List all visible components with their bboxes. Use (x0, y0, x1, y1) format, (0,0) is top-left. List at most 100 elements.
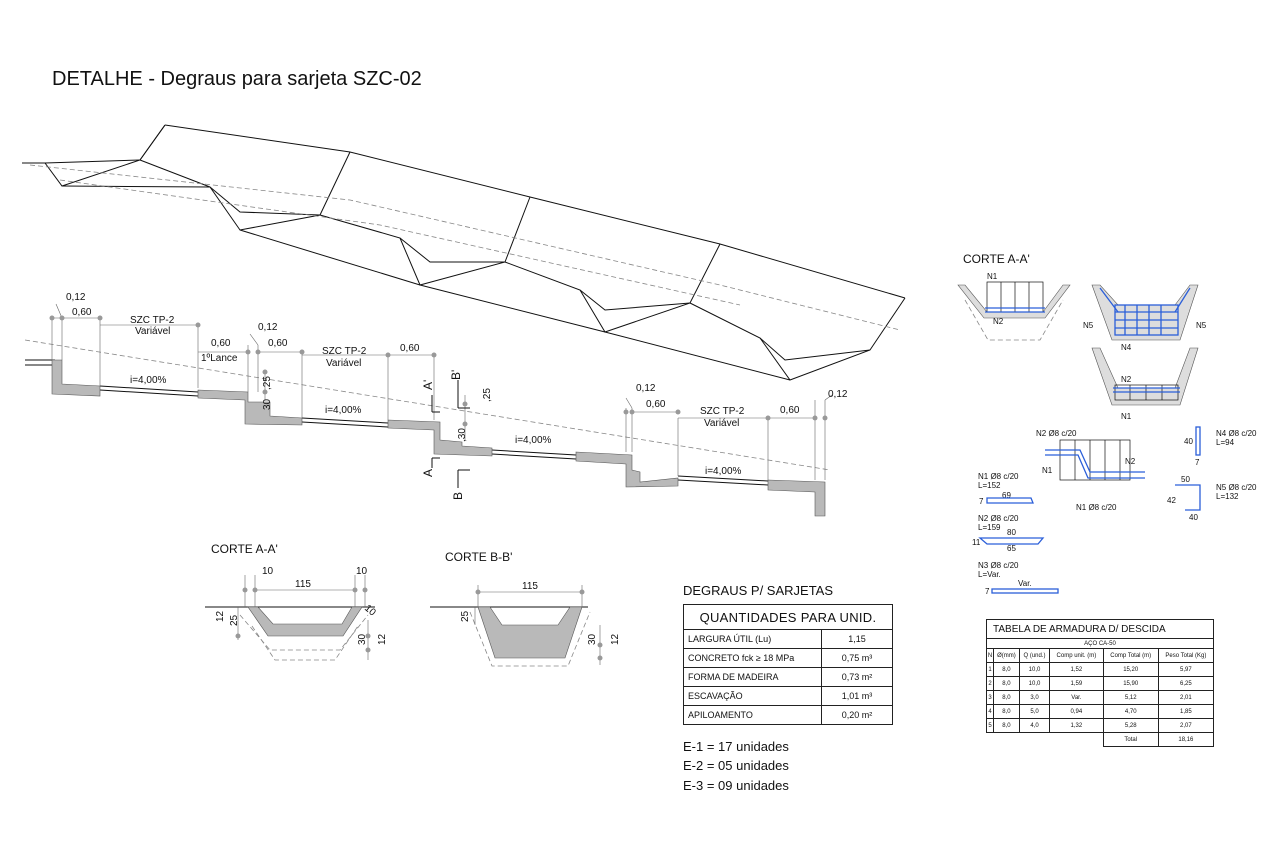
detail-n1-left: N1 (1042, 466, 1053, 475)
table-cell: 5,97 (1157, 662, 1215, 677)
rebar-n1-b: N1 (1121, 412, 1132, 421)
dim-060-a: 0,60 (72, 307, 92, 318)
rebar-n5-a: N5 (1083, 321, 1094, 330)
drawing-title: DETALHE - Degraus para sarjeta SZC-02 (52, 68, 422, 90)
step-30-b: ,30 (457, 428, 468, 442)
n4-dim: 40 (1184, 437, 1193, 446)
bb-dim-115: 115 (522, 581, 538, 592)
header-n: N (985, 648, 995, 663)
units-e2: E-2 = 05 unidades (683, 758, 789, 773)
table-cell: Var. (1049, 690, 1104, 705)
table-cell: 8,0 (993, 676, 1020, 691)
dim-060-d: 0,60 (400, 343, 420, 354)
szc-label-1: SZC TP-2 (130, 315, 175, 326)
n4-label: N4 Ø8 c/20 (1216, 429, 1257, 438)
armadura-table: TABELA DE ARMADURA D/ DESCIDA AÇO CA-50 … (985, 619, 1215, 747)
n4-dim2: 7 (1195, 458, 1200, 467)
table-cell: 10,0 (1018, 662, 1051, 677)
table-cell: 5 (985, 718, 995, 733)
step-25-b: ,25 (482, 388, 493, 402)
quantity-value: 0,75 m³ (821, 648, 893, 668)
table-cell: 10,0 (1018, 676, 1051, 691)
armadura-subtitle: AÇO CA-50 (986, 638, 1214, 649)
rebar-n2-a: N2 (993, 317, 1004, 326)
section-bb: CORTE B-B' 115 25 30 12 (430, 550, 621, 667)
section-aa-right: CORTE A-A' N1 N2 N5 N5 N4 N2 N1 (957, 252, 1207, 421)
rebar-n2-b: N2 (1121, 375, 1132, 384)
dim-012-a: 0,12 (66, 292, 86, 303)
units-e3: E-3 = 09 unidades (683, 778, 789, 793)
szc-label-2: SZC TP-2 (322, 346, 367, 357)
aa-dim-30: 30 (357, 633, 368, 645)
perspective-view (22, 124, 906, 381)
bar-n1-label: N1 Ø8 c/20 (978, 472, 1019, 481)
table-cell: 1,85 (1157, 704, 1215, 719)
table-cell: 1,32 (1049, 718, 1104, 733)
rebar-detail: N2 Ø8 c/20 N1 N2 N1 Ø8 c/20 40 7 N4 Ø8 c… (1036, 426, 1257, 522)
units-e1: E-1 = 17 unidades (683, 739, 789, 754)
bar-n2-d1: 80 (1007, 528, 1016, 537)
total-label: Total (1102, 732, 1159, 747)
cut-a-bottom: A (421, 469, 435, 477)
quantities-table: QUANTIDADES PARA UNID. LARGURA ÚTIL (Lu)… (683, 604, 893, 725)
aa-dim-25: 25 (229, 614, 240, 626)
quantity-item: ESCAVAÇÃO (683, 686, 822, 706)
bar-n3-label: N3 Ø8 c/20 (978, 561, 1019, 570)
n5-dim2: 42 (1167, 496, 1176, 505)
dim-060-e: 0,60 (646, 399, 666, 410)
total-value: 18,16 (1157, 732, 1215, 747)
n5-length: L=132 (1216, 492, 1239, 501)
var-label-3: Variável (704, 418, 739, 429)
header-diameter: Ø(mm) (993, 648, 1020, 663)
rebar-n4: N4 (1121, 343, 1132, 352)
section-aa-right-title: CORTE A-A' (963, 252, 1030, 266)
cut-b-top: B' (449, 370, 463, 380)
detail-n2-top: N2 Ø8 c/20 (1036, 429, 1077, 438)
table-cell: 1,59 (1049, 676, 1104, 691)
dim-012-c: 0,12 (636, 383, 656, 394)
rebar-n5-b: N5 (1196, 321, 1207, 330)
quantity-value: 1,01 m³ (821, 686, 893, 706)
table-cell: 4,70 (1102, 704, 1159, 719)
header-quantity: Q (und.) (1018, 648, 1051, 663)
table-cell: 15,90 (1102, 676, 1159, 691)
quantity-value: 0,20 m² (821, 705, 893, 725)
table-cell: 2 (985, 676, 995, 691)
bar-n2-d3: 65 (1007, 544, 1016, 553)
aa-dim-10-c: 10 (362, 603, 378, 619)
aa-dim-10-a: 10 (262, 566, 274, 577)
detail-n2-right: N2 (1125, 457, 1136, 466)
szc-label-3: SZC TP-2 (700, 406, 745, 417)
quantity-item: LARGURA ÚTIL (Lu) (683, 629, 822, 649)
bb-dim-12: 12 (610, 633, 621, 645)
var-label-1: Variável (135, 326, 170, 337)
n4-length: L=94 (1216, 438, 1235, 447)
table-cell: 1 (985, 662, 995, 677)
quantity-item: APILOAMENTO (683, 705, 822, 725)
table-cell: 2,07 (1157, 718, 1215, 733)
section-aa-left-title: CORTE A-A' (211, 542, 278, 556)
step-30-a: 30 (262, 398, 273, 410)
step-25-a: ,25 (262, 376, 273, 390)
table-cell: 1,52 (1049, 662, 1104, 677)
slope-3: i=4,00% (515, 435, 552, 446)
dim-060-f: 0,60 (780, 405, 800, 416)
table-cell: 5,28 (1102, 718, 1159, 733)
section-aa-left: CORTE A-A' 10 115 10 10 12 25 30 12 (205, 542, 388, 661)
table-cell: 4 (985, 704, 995, 719)
header-comp-unit: Comp unit. (m) (1049, 648, 1104, 663)
n5-dim1: 50 (1181, 475, 1190, 484)
table-cell: 8,0 (993, 690, 1020, 705)
bar-shapes: N1 Ø8 c/20 L=152 69 7 N2 Ø8 c/20 L=159 8… (972, 472, 1059, 596)
bb-dim-25: 25 (460, 610, 471, 622)
bar-n2-length: L=159 (978, 523, 1001, 532)
table-cell: 8,0 (993, 662, 1020, 677)
bar-n3-d2: 7 (985, 587, 990, 596)
table-cell: 15,20 (1102, 662, 1159, 677)
